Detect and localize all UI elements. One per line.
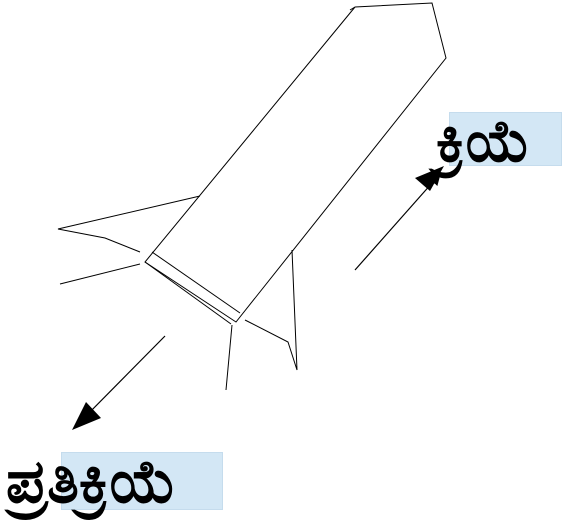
reaction-label: ಪ್ರತಿಕ್ರಿಯೆ bbox=[6, 452, 176, 512]
action-label: ಕ್ರಿಯೆ bbox=[436, 112, 530, 170]
reaction-arrowhead bbox=[72, 402, 101, 430]
reaction-arrow bbox=[82, 336, 165, 420]
rocket-body bbox=[145, 3, 446, 322]
rocket-nozzle bbox=[145, 252, 240, 324]
rocket-fin-right bbox=[226, 250, 297, 390]
